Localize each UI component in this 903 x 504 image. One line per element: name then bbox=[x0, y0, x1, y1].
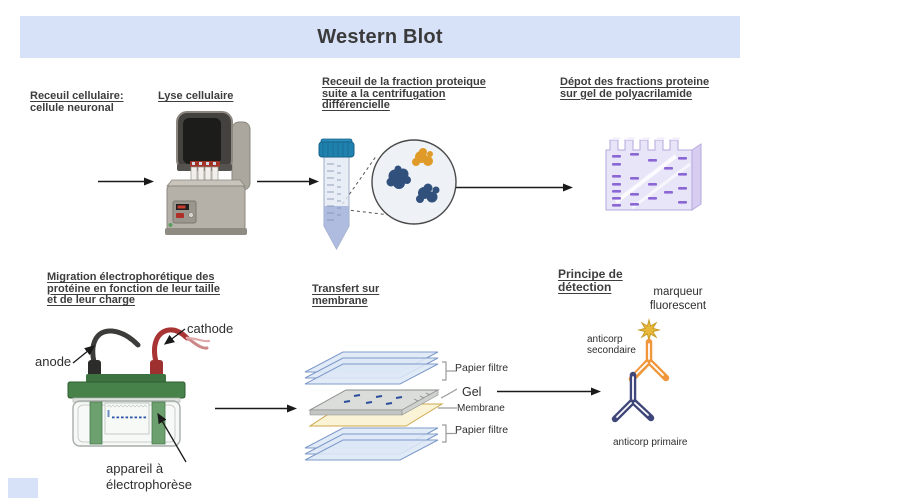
apparatus-label: appareil à électrophorèse bbox=[106, 461, 192, 493]
cathode-cable bbox=[152, 327, 190, 365]
banner-corner-decoration bbox=[8, 478, 38, 498]
polyacrylamide-gel-illustration bbox=[598, 134, 710, 222]
step-text-line: détection bbox=[558, 279, 612, 294]
step-text-line: Receuil cellulaire: bbox=[30, 90, 124, 102]
step-text-line: Receuil de la fraction proteique bbox=[322, 76, 486, 88]
step-text-line: Transfert sur bbox=[312, 283, 380, 295]
apparatus-label-line: appareil à bbox=[106, 461, 164, 476]
page-title: Western Blot bbox=[317, 26, 443, 48]
anode-label: anode bbox=[35, 354, 72, 369]
step-fraction-proteique-label: Receuil de la fraction proteique suite a… bbox=[322, 76, 486, 112]
filter-paper-top-sheets bbox=[304, 351, 439, 385]
step-text-line: protéine en fonction de leur taille bbox=[47, 282, 220, 295]
step-migration-label: Migration électrophorétique des protéine… bbox=[47, 271, 220, 307]
marker-label-line: marqueur bbox=[653, 286, 703, 298]
marker-label-line: fluorescent bbox=[649, 299, 707, 312]
flow-arrow-4 bbox=[215, 404, 297, 413]
protein-blob-navy-2 bbox=[416, 183, 440, 203]
paper-filter-top-label: Papier filtre bbox=[455, 362, 509, 374]
transfer-stack-illustration bbox=[298, 344, 460, 462]
title-banner: Western Blot bbox=[20, 16, 740, 58]
flow-arrow-2 bbox=[257, 177, 319, 186]
step-text-line: suite a la centrifugation bbox=[322, 87, 446, 100]
gel-sample-dashes bbox=[112, 416, 147, 419]
step-text-line: cellule neuronal bbox=[30, 101, 114, 114]
magnifier-circle bbox=[371, 139, 457, 225]
anode-pointer-arrow bbox=[72, 345, 96, 364]
step-text-line: Lyse cellulaire bbox=[158, 90, 234, 102]
step-text-line: membrane bbox=[312, 294, 368, 307]
step-text-line: différencielle bbox=[322, 99, 390, 111]
protein-fraction-tube-illustration bbox=[310, 132, 460, 256]
cell-lysis-homogenizer-illustration bbox=[160, 106, 260, 244]
apparatus-pointer-arrow bbox=[157, 412, 187, 463]
gel-slab bbox=[308, 389, 440, 416]
step-receuil-cellulaire-label: Receuil cellulaire: cellule neuronal bbox=[30, 90, 124, 114]
step-text-line: et de leur charge bbox=[47, 294, 136, 306]
secondary-antibody-label-line: secondaire bbox=[587, 345, 636, 356]
primary-antibody-label: anticorp primaire bbox=[613, 437, 688, 448]
step-text-line: sur gel de polyacrilamide bbox=[560, 87, 693, 100]
paper-filter-bottom-label: Papier filtre bbox=[455, 424, 509, 436]
fluorescent-marker-label: marqueur fluorescent bbox=[642, 286, 714, 313]
membrane-label: Membrane bbox=[457, 403, 505, 414]
step-text-line: Principe de bbox=[558, 267, 623, 281]
protein-blob-orange bbox=[412, 148, 433, 166]
step-lyse-cellulaire-label: Lyse cellulaire bbox=[158, 90, 234, 103]
antibody-detection-illustration bbox=[598, 316, 710, 434]
secondary-antibody-label: anticorp secondaire bbox=[587, 334, 636, 356]
flow-arrow-1 bbox=[98, 177, 154, 186]
secondary-antibody-label-line: anticorp bbox=[587, 334, 623, 345]
gel-label: Gel bbox=[462, 385, 482, 399]
step-transfert-membrane-label: Transfert sur membrane bbox=[312, 283, 380, 307]
cathode-pointer-arrow bbox=[163, 328, 186, 345]
stack-label-connectors bbox=[438, 361, 458, 443]
filter-paper-bottom-sheets bbox=[304, 427, 439, 461]
step-depot-gel-label: Dépot des fractions proteine sur gel de … bbox=[560, 76, 710, 100]
step-principe-detection-label: Principe de détection bbox=[558, 268, 623, 293]
flow-arrow-5 bbox=[497, 387, 601, 396]
flow-arrow-3 bbox=[455, 183, 573, 192]
step-text-line: Migration électrophorétique des bbox=[47, 271, 215, 283]
apparatus-label-line: électrophorèse bbox=[106, 477, 192, 492]
gel-bands bbox=[612, 153, 687, 207]
protein-blob-navy-1 bbox=[386, 165, 411, 189]
cathode-label: cathode bbox=[187, 321, 234, 336]
step-text-line: Dépot des fractions proteine bbox=[560, 76, 710, 88]
electrophoresis-apparatus-illustration bbox=[28, 322, 263, 500]
anode-cable bbox=[90, 328, 141, 365]
fluorescent-marker-star-icon bbox=[637, 318, 661, 342]
